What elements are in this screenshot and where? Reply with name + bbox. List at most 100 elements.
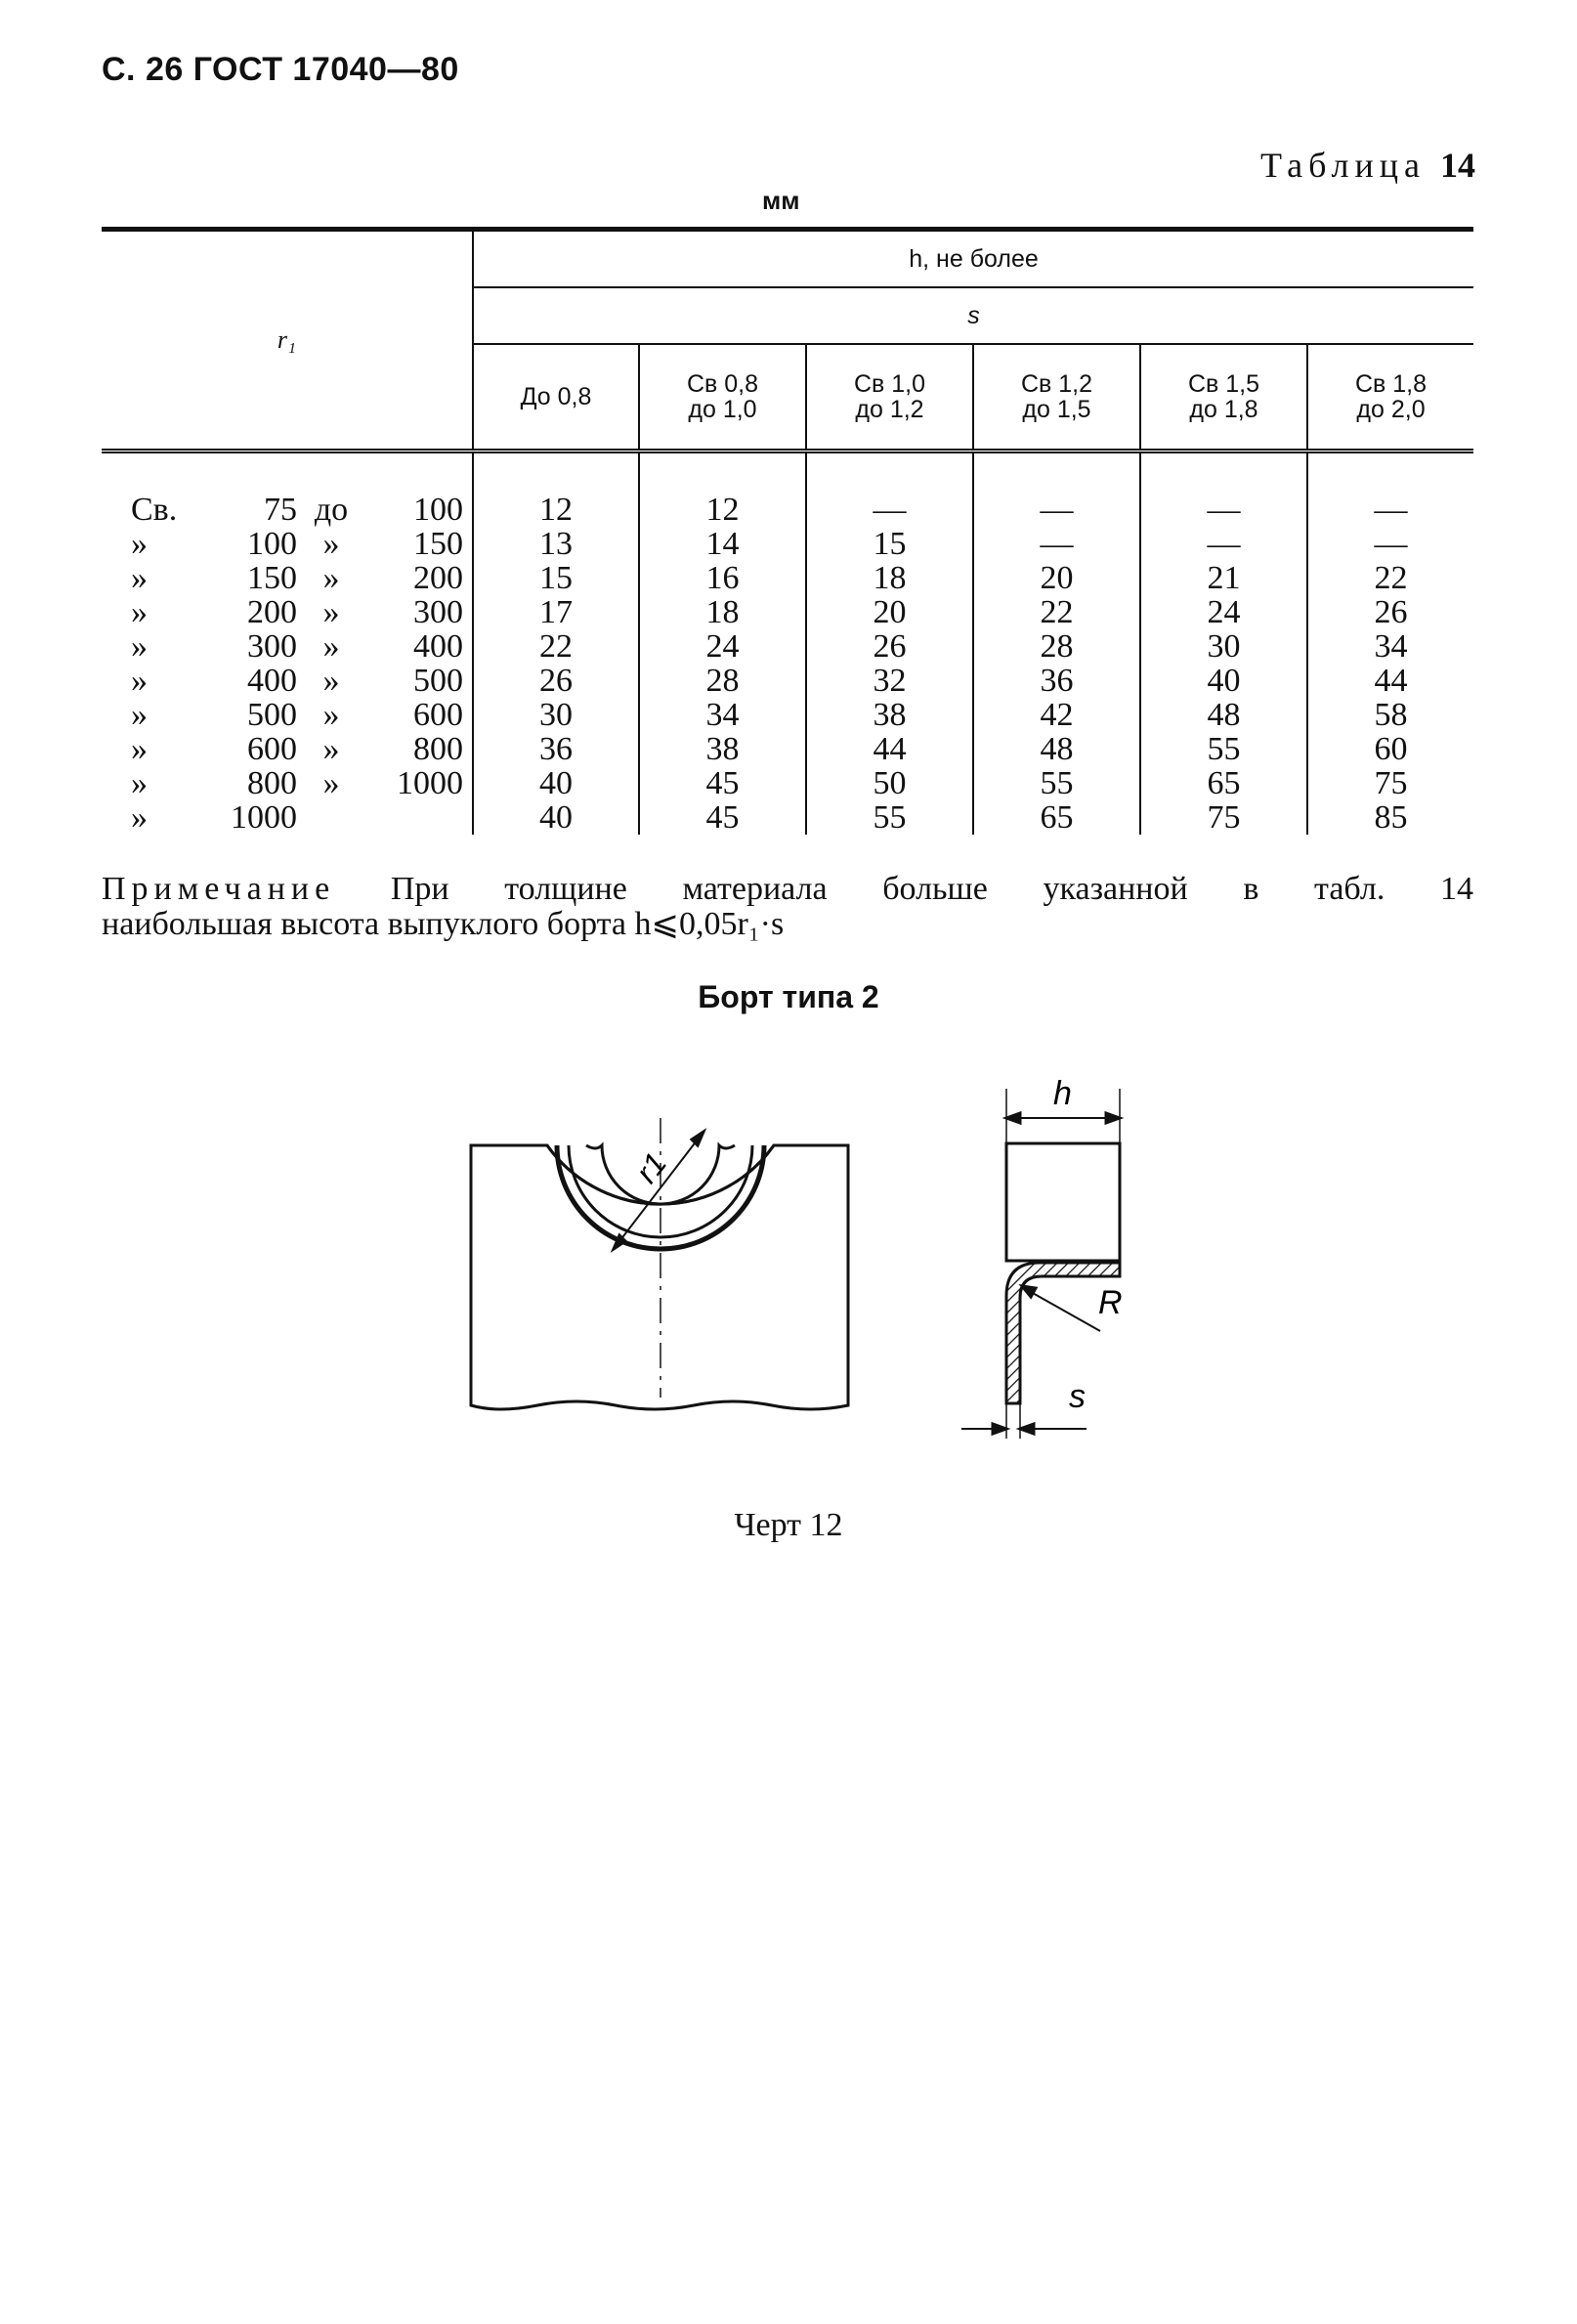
column-header-line: Св 1,0 (853, 369, 926, 398)
value-cell: 36 (472, 732, 639, 766)
value-cell: 22 (1305, 561, 1474, 595)
value-cell: 44 (1305, 664, 1474, 698)
value-cell: 26 (472, 664, 639, 698)
value-cell: 30 (472, 698, 639, 732)
value-cell: 20 (805, 595, 973, 629)
value-cell: 48 (972, 732, 1140, 766)
h-header: h, не более (471, 229, 1474, 288)
value-cell: 22 (972, 595, 1140, 629)
value-cell: 75 (1139, 800, 1307, 835)
value-cell: 75 (1305, 766, 1474, 800)
value-cell: — (1305, 527, 1474, 561)
value-cell: — (972, 527, 1140, 561)
r1-range-mid (297, 800, 365, 835)
value-cell: 65 (1139, 766, 1307, 800)
value-cell: 13 (472, 527, 639, 561)
r1-range-b: 800 (413, 731, 463, 767)
flange-wall (1004, 1141, 1122, 1263)
r1-range-cell: »500»600 (102, 698, 473, 732)
value-cell: 48 (1139, 698, 1307, 732)
r1-range-cell: » 1000 (102, 800, 473, 835)
column-header-line: Св 1,8 (1355, 369, 1428, 398)
value-cell: 85 (1305, 800, 1474, 835)
value-cell: 24 (1139, 595, 1307, 629)
r1-range-pre: Св. (131, 492, 178, 528)
r1-arrow-bottom (610, 1232, 628, 1254)
R-label: R (1098, 1284, 1123, 1321)
flange-section (1004, 1261, 1122, 1405)
r1-range-pre: » (131, 765, 148, 801)
value-cell: 22 (472, 629, 639, 664)
r1-range-pre: » (131, 731, 148, 767)
r1-range-mid: » (322, 663, 340, 699)
units-label: мм (762, 186, 800, 215)
table-note: Примечание При толщине материала больше … (102, 872, 1473, 942)
value-cell: 50 (805, 766, 973, 800)
value-cell: 18 (638, 595, 806, 629)
r1-range-a: 800 (247, 765, 297, 801)
r1-range-mid: » (322, 628, 340, 665)
r1-range-pre: » (131, 663, 148, 699)
r1-range-a: 600 (247, 731, 297, 767)
s-arrow-right (1015, 1421, 1036, 1437)
value-cell: 42 (972, 698, 1140, 732)
h-arrow-right (1104, 1110, 1125, 1126)
value-cell: 60 (1305, 732, 1474, 766)
r1-range-mid: » (322, 765, 340, 801)
r1-range-b: 500 (413, 663, 463, 699)
value-cell: 32 (805, 664, 973, 698)
s-header: s (471, 287, 1474, 345)
h-arrow-left (1002, 1110, 1022, 1126)
r1-range-a: 75 (264, 492, 297, 528)
column-header-line: Св 1,5 (1187, 369, 1260, 398)
column-header-line: До 0,8 (520, 382, 592, 410)
column-header-line: до 1,5 (1022, 396, 1091, 423)
r1-range-pre: » (131, 526, 148, 562)
r1-range-b: 400 (413, 628, 463, 665)
note-label: Примечание (102, 871, 336, 907)
table-label-number: 14 (1440, 146, 1475, 185)
value-cell: 38 (638, 732, 806, 766)
value-cell: 15 (472, 561, 639, 595)
note-line-2: наибольшая высота выпуклого борта h⩽0,05… (102, 906, 785, 942)
s-arrow-left (991, 1421, 1011, 1437)
value-cell: 55 (972, 766, 1140, 800)
value-cell: 40 (1139, 664, 1307, 698)
r1-range-b: 100 (413, 492, 463, 528)
r1-range-pre: » (131, 628, 148, 665)
note-text-1: При толщине материала больше указанной в… (390, 871, 1473, 907)
value-cell: 45 (638, 766, 806, 800)
column-header: До 0,8 (472, 344, 639, 452)
value-cell: 16 (638, 561, 806, 595)
value-cell: 30 (1139, 629, 1307, 664)
r1-range-a: 1000 (231, 799, 297, 836)
r1-range-mid: » (322, 526, 340, 562)
h-label: h (1053, 1075, 1072, 1112)
value-cell: 28 (638, 664, 806, 698)
r1-range-pre: » (131, 594, 148, 630)
value-cell: 34 (638, 698, 806, 732)
r1-range-cell: »300»400 (102, 629, 473, 664)
R-leader (1023, 1287, 1101, 1332)
value-cell: 65 (972, 800, 1140, 835)
r1-arrow-top (689, 1127, 707, 1148)
r1-range-pre: » (131, 799, 148, 836)
value-cell: 18 (805, 561, 973, 595)
r1-range-cell: »800»1000 (102, 766, 473, 800)
value-cell: 36 (972, 664, 1140, 698)
r1-label: r1 (628, 1146, 673, 1190)
r1-range-mid: » (322, 731, 340, 767)
flange-band-inner (567, 1144, 754, 1239)
